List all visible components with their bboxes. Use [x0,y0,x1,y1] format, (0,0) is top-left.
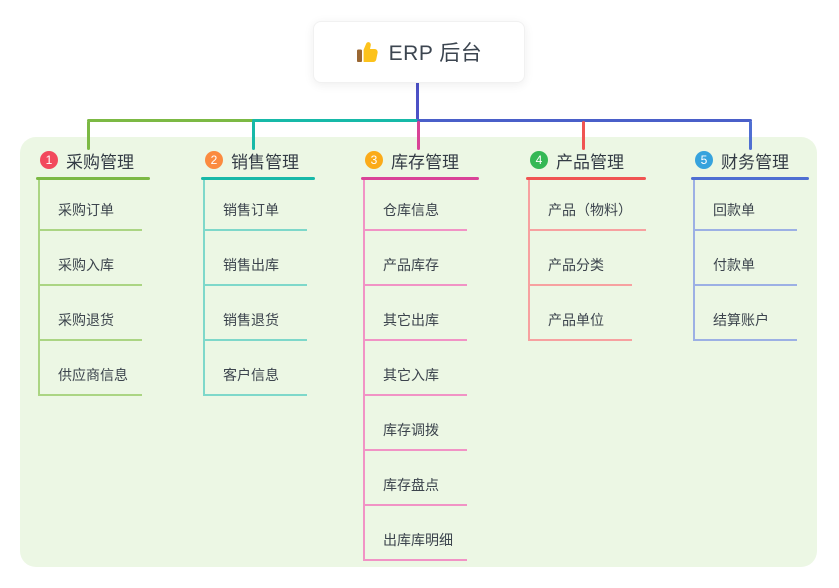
connector-line [417,121,420,150]
child-node[interactable]: 产品库存 [365,231,467,286]
child-node[interactable]: 付款单 [695,231,797,286]
child-node[interactable]: 出库库明细 [365,506,467,561]
child-node-label: 其它入库 [383,367,439,383]
branch-3: 3 库存管理仓库信息产品库存其它出库其它入库库存调拨库存盘点出库库明细 [361,148,479,561]
child-node-label: 采购入库 [58,257,114,273]
child-node[interactable]: 销售出库 [205,231,307,286]
branch-1: 1 采购管理采购订单采购入库采购退货供应商信息 [36,148,150,396]
child-node[interactable]: 其它出库 [365,286,467,341]
child-node-label: 销售订单 [223,202,279,218]
child-node[interactable]: 产品单位 [530,286,632,341]
child-node[interactable]: 采购退货 [40,286,142,341]
connector-line [416,80,419,122]
root-node[interactable]: ERP 后台 [313,21,525,83]
child-node[interactable]: 库存盘点 [365,451,467,506]
child-node-label: 产品（物料） [548,202,632,218]
child-node-label: 产品分类 [548,257,604,273]
child-node[interactable]: 回款单 [695,180,797,231]
branch-title: 采购管理 [66,152,134,172]
branch-children: 产品（物料） 产品分类产品单位 [528,180,646,341]
branch-underline [526,177,646,180]
child-node-label: 回款单 [713,202,755,218]
child-node-label: 结算账户 [713,312,769,328]
branch-node[interactable]: 3 库存管理 [361,148,479,172]
branches-background-panel [20,137,817,567]
child-node-label: 客户信息 [223,367,279,383]
branch-node[interactable]: 2 销售管理 [201,148,315,172]
connector-line [252,119,419,122]
branch-node[interactable]: 4 产品管理 [526,148,646,172]
branch-number-badge: 4 [530,151,548,169]
connector-line [87,119,255,122]
root-node-label: ERP 后台 [388,42,483,65]
child-node-label: 产品库存 [383,257,439,273]
child-node-label: 其它出库 [383,312,439,328]
branch-underline [361,177,479,180]
child-node[interactable]: 结算账户 [695,286,797,341]
child-node-label: 出库库明细 [383,532,453,548]
branch-node[interactable]: 5 财务管理 [691,148,809,172]
branch-title: 财务管理 [721,152,789,172]
child-node[interactable]: 销售退货 [205,286,307,341]
branch-node[interactable]: 1 采购管理 [36,148,150,172]
child-node-label: 付款单 [713,257,755,273]
branch-children: 回款单付款单结算账户 [693,180,809,341]
child-node-label: 供应商信息 [58,367,128,383]
child-node-label: 库存盘点 [383,477,439,493]
child-node[interactable]: 供应商信息 [40,341,142,396]
child-node-label: 仓库信息 [383,202,439,218]
branch-title: 库存管理 [391,152,459,172]
branch-children: 仓库信息产品库存其它出库其它入库库存调拨库存盘点出库库明细 [363,180,479,561]
child-node-label: 库存调拨 [383,422,439,438]
branch-children: 采购订单采购入库采购退货供应商信息 [38,180,150,396]
child-node-label: 销售退货 [223,312,279,328]
connector-line [87,121,90,150]
child-node[interactable]: 销售订单 [205,180,307,231]
child-node-label: 产品单位 [548,312,604,328]
branch-number-badge: 1 [40,151,58,169]
connector-line [582,121,585,150]
child-node[interactable]: 采购订单 [40,180,142,231]
child-node-label: 采购退货 [58,312,114,328]
branch-underline [36,177,150,180]
branch-children: 销售订单销售出库销售退货客户信息 [203,180,315,396]
child-node[interactable]: 仓库信息 [365,180,467,231]
branch-title: 产品管理 [556,152,624,172]
child-node-label: 销售出库 [223,257,279,273]
child-node[interactable]: 库存调拨 [365,396,467,451]
branch-number-badge: 3 [365,151,383,169]
branch-2: 2 销售管理销售订单销售出库销售退货客户信息 [201,148,315,396]
branch-underline [691,177,809,180]
branch-5: 5 财务管理回款单付款单结算账户 [691,148,809,341]
connector-line [749,121,752,150]
branch-4: 4 产品管理产品（物料） 产品分类产品单位 [526,148,646,341]
child-node[interactable]: 客户信息 [205,341,307,396]
child-node[interactable]: 其它入库 [365,341,467,396]
child-node[interactable]: 采购入库 [40,231,142,286]
child-node-label: 采购订单 [58,202,114,218]
branch-title: 销售管理 [231,152,299,172]
child-node[interactable]: 产品分类 [530,231,632,286]
connector-line [252,121,255,150]
branch-number-badge: 2 [205,151,223,169]
connector-line [417,119,752,122]
branch-number-badge: 5 [695,151,713,169]
child-node[interactable]: 产品（物料） [530,180,646,231]
thumbs-up-icon [356,40,380,64]
branch-underline [201,177,315,180]
